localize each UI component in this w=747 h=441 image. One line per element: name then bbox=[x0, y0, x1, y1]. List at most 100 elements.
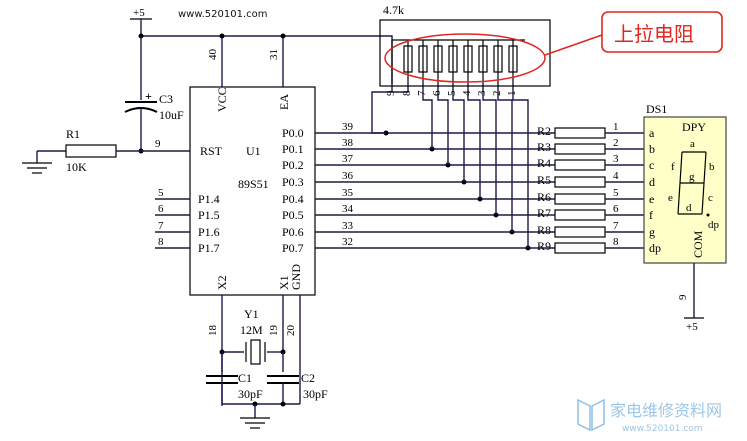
junction-c2-gnd bbox=[280, 401, 286, 407]
junction-ea bbox=[280, 33, 286, 39]
resnet-resistor-0 bbox=[403, 45, 413, 73]
pullup-link-0 bbox=[371, 84, 409, 134]
seg-pin-7: 8 bbox=[613, 236, 619, 248]
display-pin-label-6: g bbox=[649, 225, 655, 239]
resnet-resistor-4 bbox=[463, 45, 473, 73]
seven-segment-figure: a f b g e c d dp bbox=[668, 138, 720, 231]
p1-label-0: P1.4 bbox=[198, 192, 220, 206]
p0-label-0: P0.0 bbox=[282, 126, 304, 140]
p0-label-7: P0.7 bbox=[282, 241, 304, 255]
power-label-top: +5 bbox=[133, 7, 145, 19]
seg-e-line bbox=[677, 182, 681, 215]
watermark-bottom-cn: 家电维修资料网 bbox=[610, 401, 722, 420]
mcu-vcc-label: VCC bbox=[215, 87, 229, 112]
junction-vcc bbox=[219, 33, 225, 39]
resnet-pin-5: 4 bbox=[461, 90, 473, 96]
seg-d-label: d bbox=[686, 202, 692, 214]
gnd-pin: 20 bbox=[285, 325, 297, 337]
c1-value: 30pF bbox=[238, 387, 263, 401]
resnet-pin-1: 8 bbox=[401, 90, 413, 96]
seg-pin-6: 7 bbox=[613, 220, 619, 232]
p0-label-3: P0.3 bbox=[282, 175, 304, 189]
seg-resistor-4 bbox=[554, 193, 606, 205]
seg-e-label: e bbox=[668, 192, 673, 204]
p0-pin-0: 39 bbox=[342, 121, 354, 133]
crystal-ground-rail bbox=[221, 383, 300, 405]
display-pin-label-0: a bbox=[649, 126, 655, 140]
seg-a-label: a bbox=[690, 138, 695, 150]
p0-pin-6: 33 bbox=[342, 220, 354, 232]
callout-text: 上拉电阻 bbox=[614, 22, 694, 46]
p0-pin-5: 34 bbox=[342, 203, 354, 215]
pullup-link-4 bbox=[467, 84, 481, 199]
display-pin-label-4: e bbox=[649, 192, 654, 206]
r1-name: R1 bbox=[66, 127, 80, 141]
x1-pin: 19 bbox=[268, 325, 280, 337]
display-pin-label-5: f bbox=[649, 208, 653, 222]
p1-pin-1: 6 bbox=[158, 203, 164, 215]
display-com-pin: 9 bbox=[677, 294, 689, 300]
seg-resistor-3 bbox=[554, 176, 606, 188]
mcu-model: 89S51 bbox=[238, 177, 269, 191]
watermark-top: www.520101.com bbox=[178, 9, 268, 20]
y1-value: 12M bbox=[240, 323, 263, 337]
c2-name: C2 bbox=[301, 371, 315, 385]
seg-resistor-name-1: R3 bbox=[537, 140, 551, 154]
c3-name: C3 bbox=[159, 92, 173, 106]
seg-dp-label: dp bbox=[708, 219, 720, 231]
mcu-body bbox=[189, 86, 316, 296]
p0-pin-3: 36 bbox=[342, 170, 354, 182]
seg-pin-2: 3 bbox=[613, 153, 619, 165]
display-pin-label-2: c bbox=[649, 158, 654, 172]
seg-resistor-name-6: R8 bbox=[537, 223, 551, 237]
pullup-link-5 bbox=[482, 84, 497, 215]
seg-resistor-name-5: R7 bbox=[537, 206, 551, 220]
mcu-x1-label: X1 bbox=[277, 275, 291, 290]
seg-pin-4: 5 bbox=[613, 187, 619, 199]
c3-plus: + bbox=[145, 89, 152, 103]
resnet-pin-6: 3 bbox=[476, 90, 488, 96]
resnet-pin-0: 9 bbox=[385, 90, 397, 96]
seg-resistor-name-0: R2 bbox=[537, 124, 551, 138]
seg-resistor-5 bbox=[554, 209, 606, 221]
seg-c-label: c bbox=[708, 192, 713, 204]
resnet-pin-2: 7 bbox=[416, 90, 428, 96]
c3-value: 10uF bbox=[159, 108, 184, 122]
resnet-body bbox=[379, 19, 551, 87]
p0-pin-4: 35 bbox=[342, 187, 354, 199]
resnet-pin-4: 5 bbox=[446, 90, 458, 96]
pullup-link-1 bbox=[422, 84, 433, 149]
p0-label-5: P0.5 bbox=[282, 208, 304, 222]
seg-pin-1: 2 bbox=[613, 137, 619, 149]
vcc-rail bbox=[141, 35, 393, 92]
p0-pin-7: 32 bbox=[342, 236, 353, 248]
p1-pin-3: 8 bbox=[158, 236, 164, 248]
mcu-gnd-label: GND bbox=[289, 264, 303, 290]
display-pin-label-3: d bbox=[649, 175, 655, 189]
p1-pin-0: 5 bbox=[158, 187, 164, 199]
resnet-pin-8: 1 bbox=[506, 91, 518, 97]
seg-resistor-2 bbox=[554, 159, 606, 171]
r1-value: 10K bbox=[66, 160, 87, 174]
mcu-x2-label: X2 bbox=[215, 275, 229, 290]
pullup-link-2 bbox=[437, 84, 449, 165]
mcu-rst-pin: 9 bbox=[155, 138, 161, 150]
watermark-book-icon bbox=[577, 398, 605, 432]
seg-resistor-1 bbox=[554, 143, 606, 155]
resnet-label: 4.7k bbox=[383, 3, 404, 17]
resnet-resistor-1 bbox=[418, 45, 428, 73]
seg-pin-0: 1 bbox=[613, 121, 619, 133]
seg-b-line bbox=[703, 151, 707, 184]
mcu-ea-pin: 31 bbox=[268, 49, 280, 60]
p0-label-4: P0.4 bbox=[282, 192, 304, 206]
seg-resistor-name-3: R5 bbox=[537, 173, 551, 187]
resnet-pin-3: 6 bbox=[431, 90, 443, 96]
p0-pin-1: 38 bbox=[342, 137, 354, 149]
p1-label-2: P1.6 bbox=[198, 225, 220, 239]
seg-resistor-6 bbox=[554, 226, 606, 238]
display-title: DPY bbox=[682, 120, 706, 134]
